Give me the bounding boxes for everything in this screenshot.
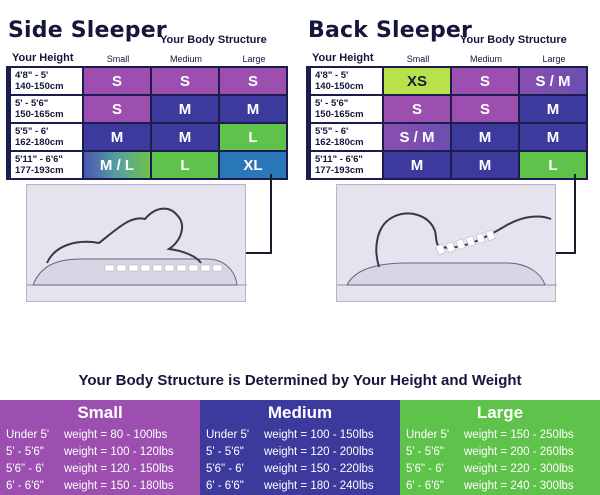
back-sleeper-title: Back Sleeper [308, 18, 473, 43]
back-connector-line [556, 174, 576, 254]
size-cell: M [384, 152, 450, 178]
size-cell: L [220, 124, 286, 150]
band-row: 5'6" - 6'weight = 120 - 150lbs [6, 463, 174, 475]
size-row: 5'5" - 6'162-180cm S / M M M [308, 124, 586, 150]
size-cell: S / M [384, 124, 450, 150]
size-row: 4'8" - 5'140-150cm S S S [8, 68, 286, 94]
size-row: 5'5" - 6'162-180cm M M L [8, 124, 286, 150]
band-small: Small Under 5'weight = 80 - 100lbs 5' - … [0, 400, 200, 495]
side-sleeper-illustration [26, 184, 247, 302]
size-row: 5' - 5'6"150-165cm S M M [8, 96, 286, 122]
height-cell: 5'11" - 6'6"177-193cm [8, 152, 82, 178]
height-header: Your Height [312, 52, 374, 64]
side-sleeper-figure [27, 207, 247, 286]
size-cell: L [520, 152, 586, 178]
size-cell: M [452, 152, 518, 178]
body-structure-header: Your Body Structure [460, 34, 567, 46]
side-connector-line [246, 174, 272, 254]
column-small: Small [106, 54, 130, 64]
band-row: 6' - 6'6"weight = 150 - 180lbs [6, 480, 174, 492]
size-cell: M [520, 96, 586, 122]
size-row: 5' - 5'6"150-165cm S S M [308, 96, 586, 122]
size-cell: S [84, 68, 150, 94]
weight-section-title: Your Body Structure is Determined by You… [78, 372, 522, 389]
column-medium: Medium [469, 54, 502, 64]
size-cell: L [152, 152, 218, 178]
column-large: Large [242, 54, 266, 64]
height-header: Your Height [12, 52, 74, 64]
band-row: 5'6" - 6'weight = 150 - 220lbs [206, 463, 374, 475]
column-large: Large [542, 54, 566, 64]
back-sleeper-figure [337, 212, 557, 286]
band-row: Under 5'weight = 80 - 100lbs [6, 429, 168, 441]
band-title: Medium [267, 403, 333, 422]
size-cell: S [452, 96, 518, 122]
band-large: Large Under 5'weight = 150 - 250lbs 5' -… [400, 400, 600, 495]
band-title: Small [77, 403, 123, 422]
size-cell: S [452, 68, 518, 94]
size-cell: M [152, 96, 218, 122]
size-cell: S [384, 96, 450, 122]
height-cell: 5'5" - 6'162-180cm [308, 124, 382, 150]
side-sleeper-title: Side Sleeper [8, 18, 167, 43]
size-cell: M [152, 124, 218, 150]
column-small: Small [406, 54, 430, 64]
back-size-grid: 4'8" - 5'140-150cm XS S S / M 5' - 5'6"1… [306, 66, 588, 180]
band-row: 5'6" - 6'weight = 220 - 300lbs [406, 463, 574, 475]
body-structure-header: Your Body Structure [160, 34, 267, 46]
band-title: Large [476, 403, 524, 422]
back-sleeper-illustration [336, 184, 557, 302]
side-sleeper-panel: Side Sleeper Your Body Structure Your He… [6, 14, 296, 302]
size-cell: M [84, 124, 150, 150]
band-row: 5' - 5'6"weight = 120 - 200lbs [206, 446, 374, 458]
band-medium: Medium Under 5'weight = 100 - 150lbs 5' … [200, 400, 400, 495]
size-row: 5'11" - 6'6"177-193cm M M L [308, 152, 586, 178]
height-cell: 5' - 5'6"150-165cm [308, 96, 382, 122]
band-row: 6' - 6'6"weight = 240 - 300lbs [406, 480, 574, 492]
size-row: 5'11" - 6'6"177-193cm M / L L XL [8, 152, 286, 178]
size-cell: M [520, 124, 586, 150]
band-row: 5' - 5'6"weight = 200 - 260lbs [406, 446, 574, 458]
height-cell: 4'8" - 5'140-150cm [8, 68, 82, 94]
height-cell: 5'11" - 6'6"177-193cm [308, 152, 382, 178]
side-size-grid: 4'8" - 5'140-150cm S S S 5' - 5'6"150-16… [6, 66, 288, 180]
size-cell: XS [384, 68, 450, 94]
size-cell: M [220, 96, 286, 122]
size-cell: M [452, 124, 518, 150]
column-medium: Medium [169, 54, 202, 64]
weight-bands: Small Under 5'weight = 80 - 100lbs 5' - … [0, 400, 600, 495]
band-row: 5' - 5'6"weight = 100 - 120lbs [6, 446, 174, 458]
size-cell: S [84, 96, 150, 122]
band-row: 6' - 6'6"weight = 180 - 240lbs [206, 480, 374, 492]
size-cell: M / L [84, 152, 150, 178]
size-cell: S / M [520, 68, 586, 94]
band-row: Under 5'weight = 100 - 150lbs [206, 429, 374, 441]
height-cell: 4'8" - 5'140-150cm [308, 68, 382, 94]
size-cell: S [220, 68, 286, 94]
size-cell: S [152, 68, 218, 94]
height-cell: 5' - 5'6"150-165cm [8, 96, 82, 122]
band-row: Under 5'weight = 150 - 250lbs [406, 429, 574, 441]
size-cell: XL [220, 152, 286, 178]
size-row: 4'8" - 5'140-150cm XS S S / M [308, 68, 586, 94]
height-cell: 5'5" - 6'162-180cm [8, 124, 82, 150]
back-sleeper-panel: Back Sleeper Your Body Structure Your He… [306, 14, 596, 302]
